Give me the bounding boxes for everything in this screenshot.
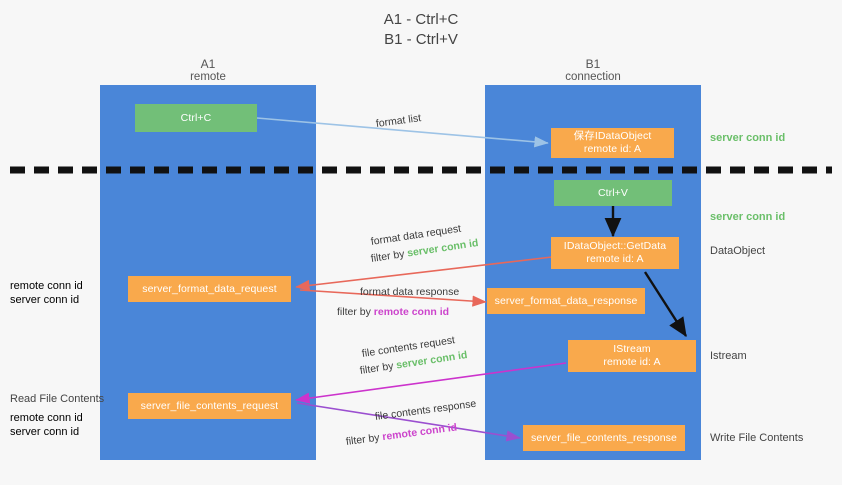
- title-line-2: B1 - Ctrl+V: [384, 31, 458, 48]
- lane-header-a1: A1 remote: [100, 58, 316, 84]
- filter-value-remote-conn-id: remote conn id: [373, 306, 450, 318]
- annotation-server-conn-id-top: server conn id: [710, 132, 786, 144]
- node-istream-line2: remote id: A: [603, 356, 661, 368]
- annotation-write-file-contents: Write File Contents: [710, 432, 804, 444]
- edge-label-format-data-response: format data response: [360, 286, 460, 298]
- node-istream-line1: IStream: [613, 343, 651, 355]
- filter-prefix: filter by: [345, 431, 384, 448]
- lane-header-b1: B1 connection: [485, 58, 701, 84]
- node-server-format-data-request-line1: server_format_data_request: [142, 282, 277, 295]
- phase-divider: [10, 166, 832, 174]
- lane-a1-name: A1: [200, 57, 216, 71]
- annotation-conn-ids-lower: remote conn id server conn id: [10, 411, 83, 439]
- node-idataobject-getdata-line2: remote id: A: [586, 253, 644, 265]
- node-server-file-contents-request-line1: server_file_contents_request: [140, 399, 279, 412]
- node-ctrl-c-line1: Ctrl+C: [180, 111, 212, 124]
- edge-label-format-list: format list: [375, 112, 422, 130]
- annotation-remote-conn-id-2: remote conn id: [10, 412, 83, 424]
- lane-a1-role: remote: [190, 71, 226, 83]
- filter-prefix: filter by: [359, 359, 398, 377]
- edge-label-file-contents-response-filter: filter by remote conn id: [345, 421, 458, 449]
- filter-value-remote-conn-id: remote conn id: [381, 421, 458, 444]
- node-server-file-contents-request[interactable]: server_file_contents_request: [128, 393, 291, 419]
- node-server-file-contents-response-line1: server_file_contents_response: [531, 431, 677, 444]
- lane-b1-role: connection: [565, 71, 621, 83]
- annotation-server-conn-id-2: server conn id: [10, 426, 80, 438]
- node-server-format-data-response[interactable]: server_format_data_response: [487, 288, 645, 314]
- node-ctrl-v[interactable]: Ctrl+V: [554, 180, 672, 206]
- node-server-format-data-request[interactable]: server_format_data_request: [128, 276, 291, 302]
- edge-label-format-data-response-filter: filter by remote conn id: [337, 306, 449, 319]
- node-save-idataobject-line1: 保存IDataObject: [573, 130, 652, 142]
- node-idataobject-getdata[interactable]: IDataObject::GetData remote id: A: [551, 237, 679, 269]
- node-server-format-data-response-line1: server_format_data_response: [494, 294, 638, 307]
- node-save-idataobject-line2: remote id: A: [583, 143, 642, 155]
- node-ctrl-c[interactable]: Ctrl+C: [135, 104, 257, 132]
- annotation-dataobject: DataObject: [710, 245, 766, 257]
- node-istream[interactable]: IStream remote id: A: [568, 340, 696, 372]
- annotation-conn-ids-upper: remote conn id server conn id: [10, 279, 83, 307]
- node-save-idataobject[interactable]: 保存IDataObject remote id: A: [551, 128, 674, 158]
- filter-prefix: filter by: [337, 306, 374, 318]
- node-server-file-contents-response[interactable]: server_file_contents_response: [523, 425, 685, 451]
- annotation-read-file-contents: Read File Contents: [10, 393, 105, 405]
- annotation-istream: Istream: [710, 350, 747, 362]
- annotation-remote-conn-id-1: remote conn id: [10, 280, 83, 292]
- node-ctrl-v-line1: Ctrl+V: [597, 186, 629, 199]
- lane-b1-name: B1: [585, 57, 601, 71]
- node-idataobject-getdata-line1: IDataObject::GetData: [563, 240, 667, 252]
- annotation-server-conn-id-mid: server conn id: [710, 211, 786, 223]
- annotation-server-conn-id-1: server conn id: [10, 294, 80, 306]
- edge-label-file-contents-response: file contents response: [374, 397, 478, 423]
- filter-prefix: filter by: [370, 247, 409, 265]
- page-title: A1 - Ctrl+C B1 - Ctrl+V: [0, 10, 842, 50]
- title-line-1: A1 - Ctrl+C: [383, 11, 459, 28]
